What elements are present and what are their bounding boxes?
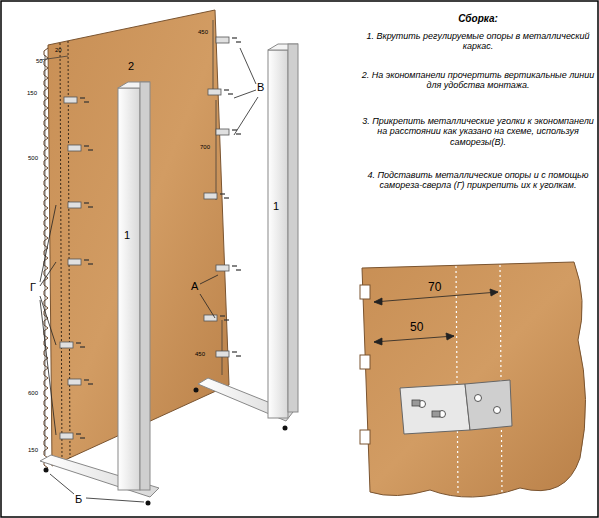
- screw: [84, 101, 89, 102]
- callout-letter: А: [191, 280, 198, 293]
- screw: [88, 206, 93, 207]
- instructions-title: Сборка:: [458, 13, 498, 25]
- corner-bracket: [60, 433, 73, 439]
- dimension: 600: [28, 390, 38, 397]
- callout-letter: В: [257, 81, 264, 94]
- dimension: 50: [410, 321, 423, 335]
- screw: [80, 97, 85, 98]
- screw: [236, 133, 241, 134]
- screw: [232, 37, 237, 38]
- dimension: 450: [195, 351, 205, 358]
- screw: [84, 145, 89, 146]
- screw: [232, 351, 237, 352]
- screw: [76, 433, 81, 434]
- screw: [88, 383, 93, 384]
- screw: [84, 202, 89, 203]
- instruction-step: 3. Прикрепить металлические уголки к эко…: [360, 116, 596, 147]
- dimension: 450: [198, 29, 208, 36]
- part-number: 2: [128, 60, 134, 73]
- corner-bracket: [204, 315, 217, 321]
- screw: [228, 93, 233, 94]
- screw: [232, 265, 237, 266]
- corner-bracket: [68, 259, 81, 265]
- screw: [84, 259, 89, 260]
- dimension: 70: [428, 281, 441, 295]
- corner-bracket: [68, 145, 81, 151]
- instruction-step: 2. На экономпанели прочертить вертикальн…: [360, 70, 596, 91]
- corner-bracket: [216, 351, 229, 357]
- screw: [84, 379, 89, 380]
- corner-bracket: [68, 379, 81, 385]
- dimension: 500: [28, 155, 38, 162]
- corner-bracket: [204, 193, 217, 199]
- screw: [236, 269, 241, 270]
- corner-bracket: [216, 129, 229, 135]
- screw: [80, 346, 85, 347]
- screw: [220, 193, 225, 194]
- callout-letter: Г: [30, 281, 36, 294]
- instruction-step: 1. Вкрутить регулируемые опоры в металли…: [360, 31, 596, 52]
- dimension: 150: [27, 90, 37, 97]
- screw: [236, 41, 241, 42]
- dimension: 700: [200, 144, 210, 151]
- corner-bracket: [208, 89, 221, 95]
- corner-bracket: [68, 202, 81, 208]
- screw: [88, 149, 93, 150]
- callout-letter: Б: [75, 493, 82, 506]
- screw: [220, 315, 225, 316]
- dimension: 20: [55, 47, 62, 54]
- dimension: 150: [28, 447, 38, 454]
- screw: [224, 89, 229, 90]
- part-number: 1: [273, 200, 279, 213]
- screw: [224, 319, 229, 320]
- corner-bracket: [64, 97, 77, 103]
- instruction-step: 4. Подставить металлические опоры и с по…: [360, 170, 596, 191]
- part-number: 1: [124, 229, 130, 242]
- screw: [232, 129, 237, 130]
- corner-bracket: [216, 265, 229, 271]
- screw: [80, 437, 85, 438]
- screw: [224, 197, 229, 198]
- corner-bracket: [60, 342, 73, 348]
- screw: [236, 355, 241, 356]
- dimension: 50: [36, 58, 43, 65]
- corner-bracket: [216, 37, 229, 43]
- screw: [88, 263, 93, 264]
- screw: [76, 342, 81, 343]
